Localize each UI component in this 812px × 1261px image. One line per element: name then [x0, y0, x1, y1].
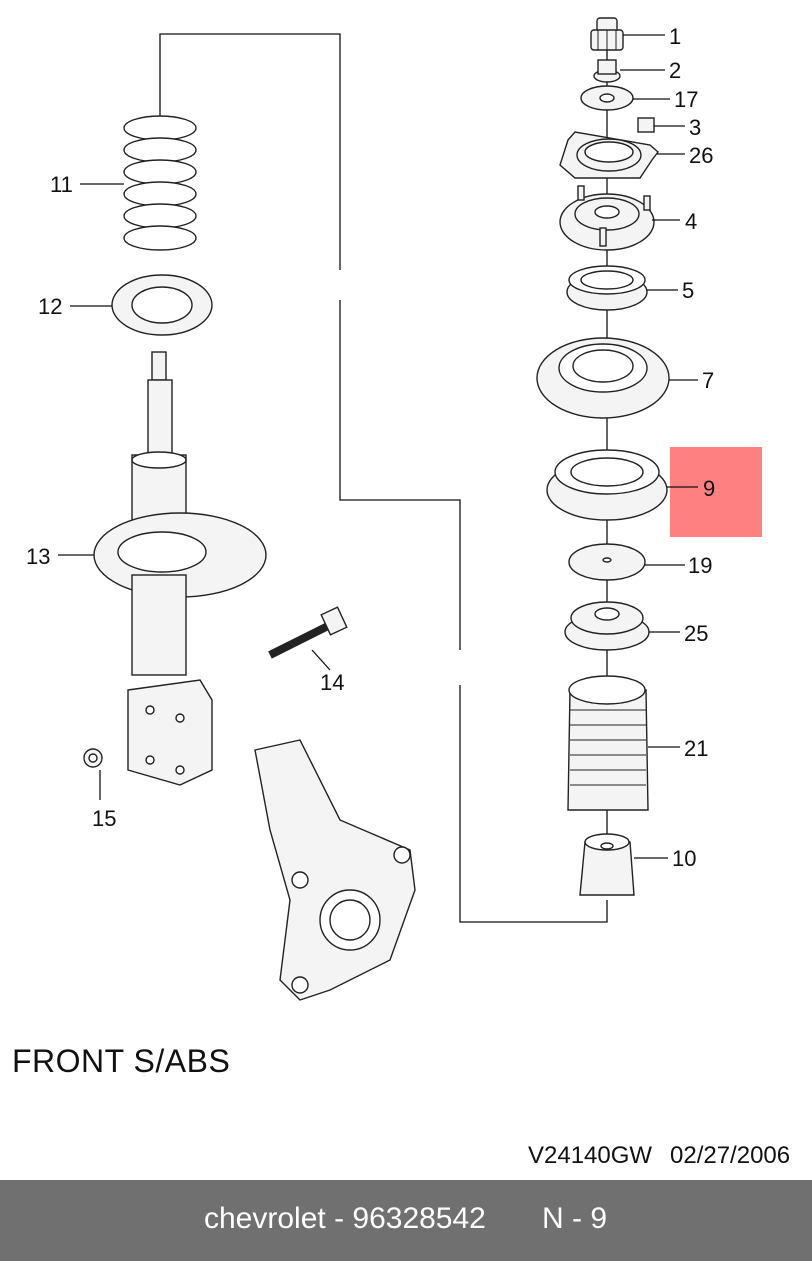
leader-lines — [58, 34, 698, 859]
part-9-isolator — [546, 449, 668, 521]
callout-25: 25 — [684, 621, 708, 646]
highlight-box — [670, 447, 762, 537]
callout-labels: 1 2 17 3 26 4 5 7 9 19 25 21 10 11 12 13… — [26, 24, 715, 871]
callout-17: 17 — [674, 87, 698, 112]
diagram-title: FRONT S/ABS — [12, 1043, 231, 1079]
part-2-nut — [593, 59, 621, 83]
callout-26: 26 — [689, 143, 713, 168]
part-12-spring-seat — [111, 274, 213, 336]
callout-5: 5 — [682, 278, 694, 303]
callout-1: 1 — [669, 24, 681, 49]
callout-7: 7 — [702, 368, 714, 393]
part-1-cap — [590, 17, 624, 51]
callout-13: 13 — [26, 544, 50, 569]
steering-knuckle — [254, 739, 416, 1001]
footer-part-text: chevrolet - 96328542 — [204, 1202, 486, 1235]
callout-14: 14 — [320, 670, 344, 695]
part-15-nut — [83, 748, 103, 768]
part-14-bolt — [268, 606, 348, 659]
callout-21: 21 — [684, 736, 708, 761]
part-3-nut — [637, 117, 655, 133]
callout-10: 10 — [672, 846, 696, 871]
part-17-washer — [580, 85, 634, 111]
part-11-coil-spring — [123, 115, 197, 251]
callout-19: 19 — [688, 553, 712, 578]
diagram-code: V24140GW — [528, 1142, 653, 1169]
part-10-bump-stop — [579, 833, 635, 896]
callout-11: 11 — [50, 172, 73, 197]
callout-9: 9 — [703, 476, 715, 501]
part-19-washer — [568, 543, 646, 581]
footer-bar: chevrolet - 96328542 N - 9 — [0, 1180, 812, 1261]
footer-ref-text: N - 9 — [542, 1202, 608, 1235]
part-26-plate — [559, 131, 659, 179]
connector-lines — [159, 33, 608, 923]
callout-2: 2 — [669, 58, 681, 83]
diagram-date: 02/27/2006 — [670, 1142, 791, 1169]
callout-15: 15 — [92, 806, 116, 831]
strut-bracket — [127, 679, 213, 786]
callout-3: 3 — [689, 115, 701, 140]
part-25-bumper-cap — [564, 601, 650, 651]
callout-12: 12 — [38, 294, 62, 319]
part-7-seat — [536, 337, 670, 419]
callout-4: 4 — [685, 209, 697, 234]
part-13-strut — [93, 351, 267, 676]
parts-diagram: 1 2 17 3 26 4 5 7 9 19 25 21 10 11 12 13… — [26, 17, 762, 1001]
part-4-mount — [559, 185, 655, 251]
part-21-dust-boot — [567, 675, 649, 811]
part-5-bearing — [566, 265, 648, 311]
